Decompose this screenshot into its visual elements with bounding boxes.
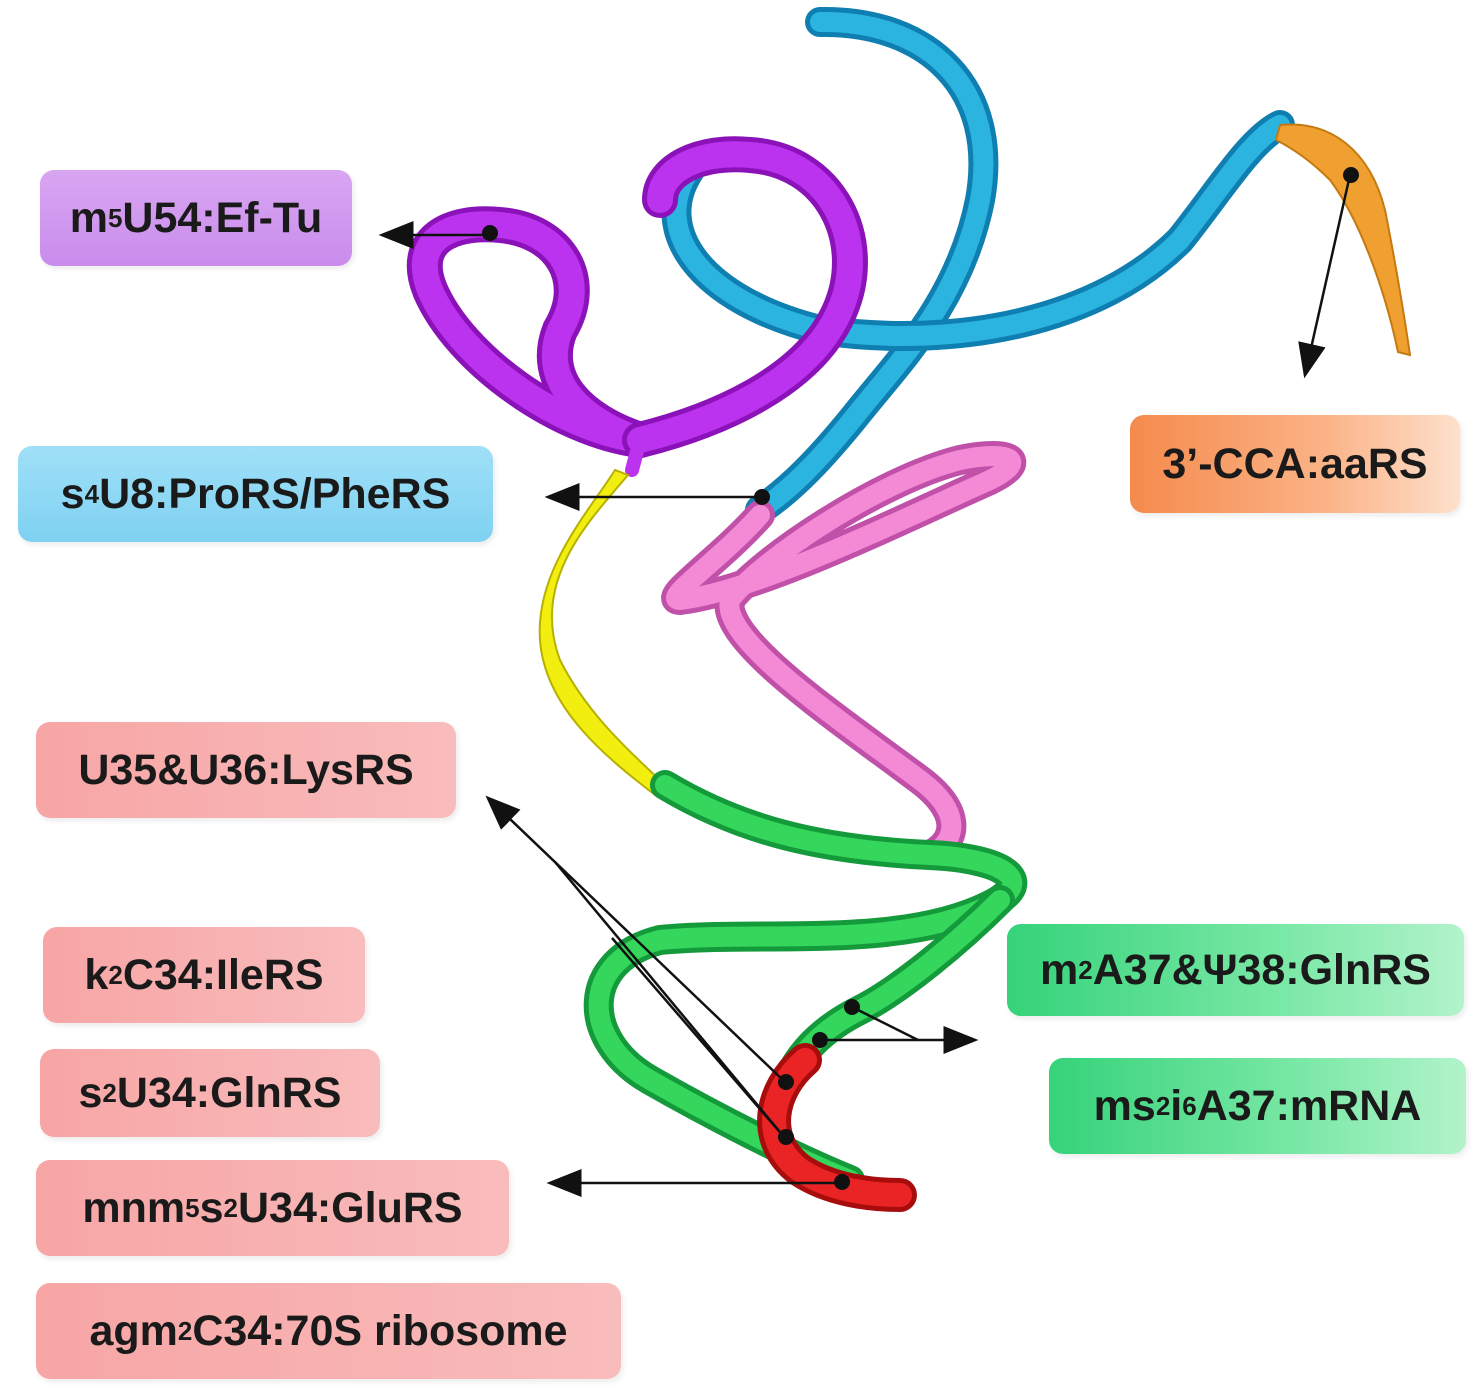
residue-dots	[482, 167, 1359, 1190]
label-text: A37:mRNA	[1196, 1081, 1422, 1130]
dot-u8	[754, 489, 770, 505]
label-text: m	[1040, 945, 1079, 994]
arrow-cca	[1298, 174, 1352, 379]
annotation-arrows	[378, 174, 1352, 1197]
label-text: m	[69, 193, 108, 242]
label-u35u36-lysrs: U35&U36:LysRS	[36, 722, 456, 818]
red-ribbon	[757, 1043, 917, 1212]
label-text: U34:GluRS	[237, 1183, 463, 1232]
label-text: i	[1170, 1081, 1183, 1130]
orange-cca-ribbon	[1274, 123, 1412, 357]
label-text: U54:Ef-Tu	[122, 193, 323, 242]
yellow-ribbon	[538, 468, 672, 797]
label-text: mnm	[82, 1183, 186, 1232]
dot-u35	[778, 1074, 794, 1090]
label-cca-aars: 3’-CCA:aaRS	[1130, 415, 1460, 513]
cyan-ribbon	[661, 6, 1295, 525]
dot-cca	[1343, 167, 1359, 183]
dot-u36	[778, 1129, 794, 1145]
label-text: ms	[1093, 1081, 1156, 1130]
label-text: 3’-CCA:aaRS	[1162, 439, 1428, 488]
label-text: s	[60, 469, 85, 518]
purple-ribbon	[406, 136, 868, 477]
label-text: C34:70S ribosome	[192, 1306, 568, 1355]
label-text: agm	[89, 1306, 178, 1355]
label-text: s	[78, 1068, 103, 1117]
label-text: k	[84, 950, 109, 999]
dot-u34	[834, 1174, 850, 1190]
label-text: s	[199, 1183, 224, 1232]
dot-a38	[844, 999, 860, 1015]
arrow-m2a37-a	[851, 1005, 919, 1042]
label-text: C34:IleRS	[122, 950, 324, 999]
label-text: U8:ProRS/PheRS	[99, 469, 451, 518]
dot-u54	[482, 225, 498, 241]
dot-a37	[812, 1032, 828, 1048]
label-text: A37&Ψ38:GlnRS	[1092, 945, 1431, 994]
arrow-u36-c	[554, 861, 786, 1139]
pink-ribbon	[661, 441, 1027, 870]
arrow-u35-a	[485, 795, 786, 1083]
label-text: U34:GlnRS	[116, 1068, 342, 1117]
label-text: U35&U36:LysRS	[78, 745, 414, 794]
